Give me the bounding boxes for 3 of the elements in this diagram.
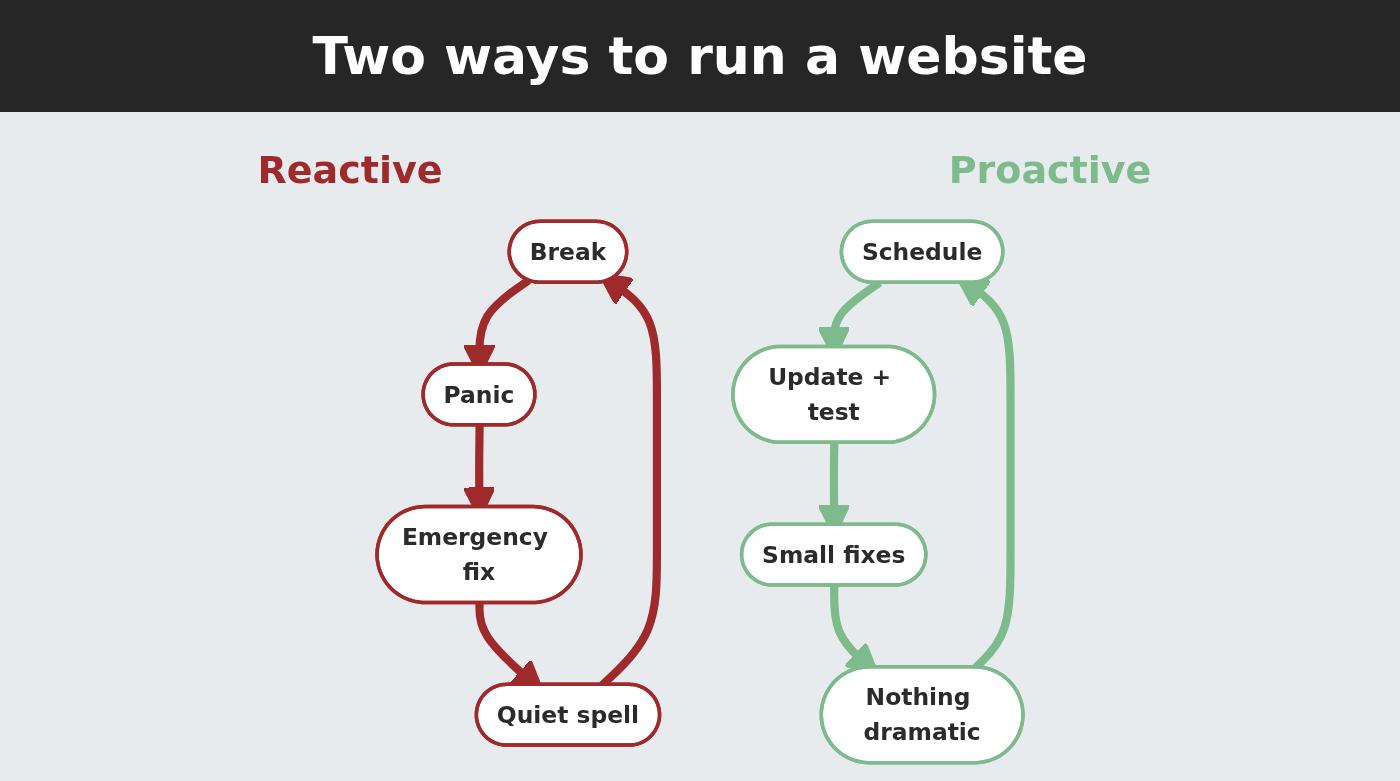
cycle-heading: Reactive [257,148,443,192]
title: Two ways to run a website [312,26,1088,86]
cycle-heading: Proactive [948,148,1152,192]
